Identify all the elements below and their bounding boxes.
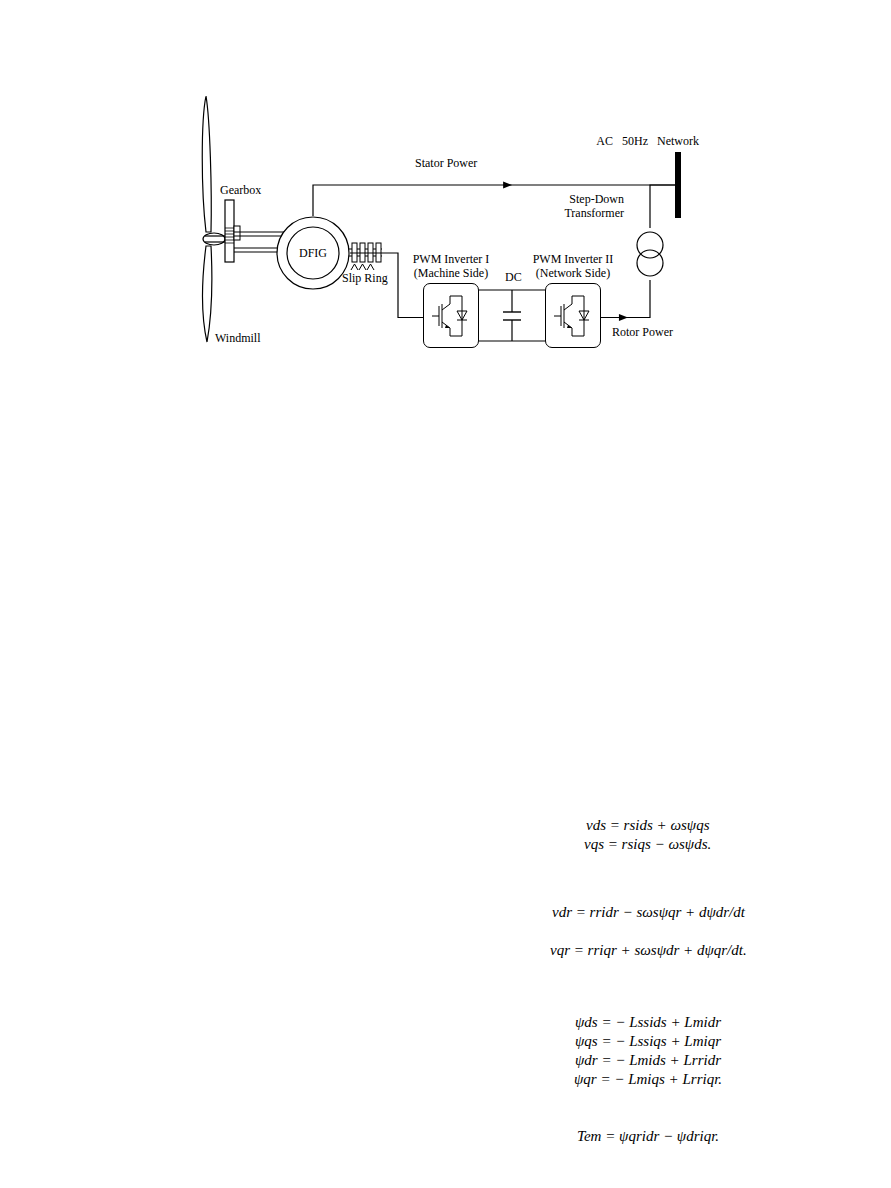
transformer-symbol: Step-Down Transformer <box>636 228 664 280</box>
generator-label: DFIG <box>299 246 327 260</box>
equation: vqr = rriqr + sωsψdr + dψqr/dt. <box>550 941 747 959</box>
arrowhead <box>503 182 512 189</box>
inverter-label: PWM Inverter II (Network Side) <box>523 252 623 280</box>
connector <box>479 290 545 291</box>
connector-line <box>601 280 650 318</box>
capacitor-plate <box>503 311 521 312</box>
igbt-symbol <box>546 284 602 349</box>
connector-line <box>350 253 423 318</box>
shaft <box>205 241 226 242</box>
equation: ψdr = − Lmids + Lrridr <box>575 1051 721 1069</box>
transformer-coils <box>636 228 664 280</box>
shaft <box>234 231 290 232</box>
capacitor-lead <box>511 290 512 312</box>
transformer-label: Step-Down Transformer <box>552 192 624 220</box>
equation: vqs = rsiqs − ωsψds. <box>584 835 711 853</box>
brushes <box>351 264 374 270</box>
blade <box>202 96 211 232</box>
connector-line <box>650 185 675 228</box>
capacitor-plate <box>503 319 521 320</box>
gearbox <box>225 200 234 262</box>
edge-label: Stator Power <box>415 156 477 170</box>
shaft <box>205 235 226 236</box>
network-bus: AC 50Hz Network <box>675 152 681 218</box>
part-label: Windmill <box>215 331 261 345</box>
part-label: Gearbox <box>220 183 261 197</box>
capacitor-lead <box>511 320 512 341</box>
inverter-box: PWM Inverter II (Network Side) <box>545 283 601 348</box>
connector-line <box>479 289 545 290</box>
equation: ψqs = − Lssiqs + Lmiqr <box>575 1032 721 1050</box>
equation: vds = rsids + ωsψqs <box>586 816 710 834</box>
equation: Tem = ψqridr − ψdriqr. <box>577 1127 719 1145</box>
edge-label: Rotor Power <box>612 325 673 339</box>
connector <box>601 280 650 321</box>
network-label: AC 50Hz Network <box>596 134 699 148</box>
arrowhead <box>619 314 628 321</box>
hub <box>203 233 225 245</box>
gear <box>234 226 240 240</box>
edge-label: DC <box>505 270 522 284</box>
inverter-label: PWM Inverter I (Machine Side) <box>401 252 501 280</box>
connector <box>350 253 423 318</box>
connector <box>650 185 675 228</box>
equation: vdr = rridr − sωsψqr + dψdr/dt <box>552 903 745 921</box>
part-label: Slip Ring <box>342 271 388 285</box>
equation: ψqr = − Lmiqs + Lrriqr. <box>574 1070 722 1088</box>
gear-teeth <box>225 228 234 243</box>
inverter-box: PWM Inverter I (Machine Side) <box>423 283 479 348</box>
generator-circle: DFIG <box>276 216 350 290</box>
blade <box>203 246 212 342</box>
equation: ψds = − Lssids + Lmidr <box>575 1013 721 1031</box>
igbt-symbol <box>424 284 480 349</box>
